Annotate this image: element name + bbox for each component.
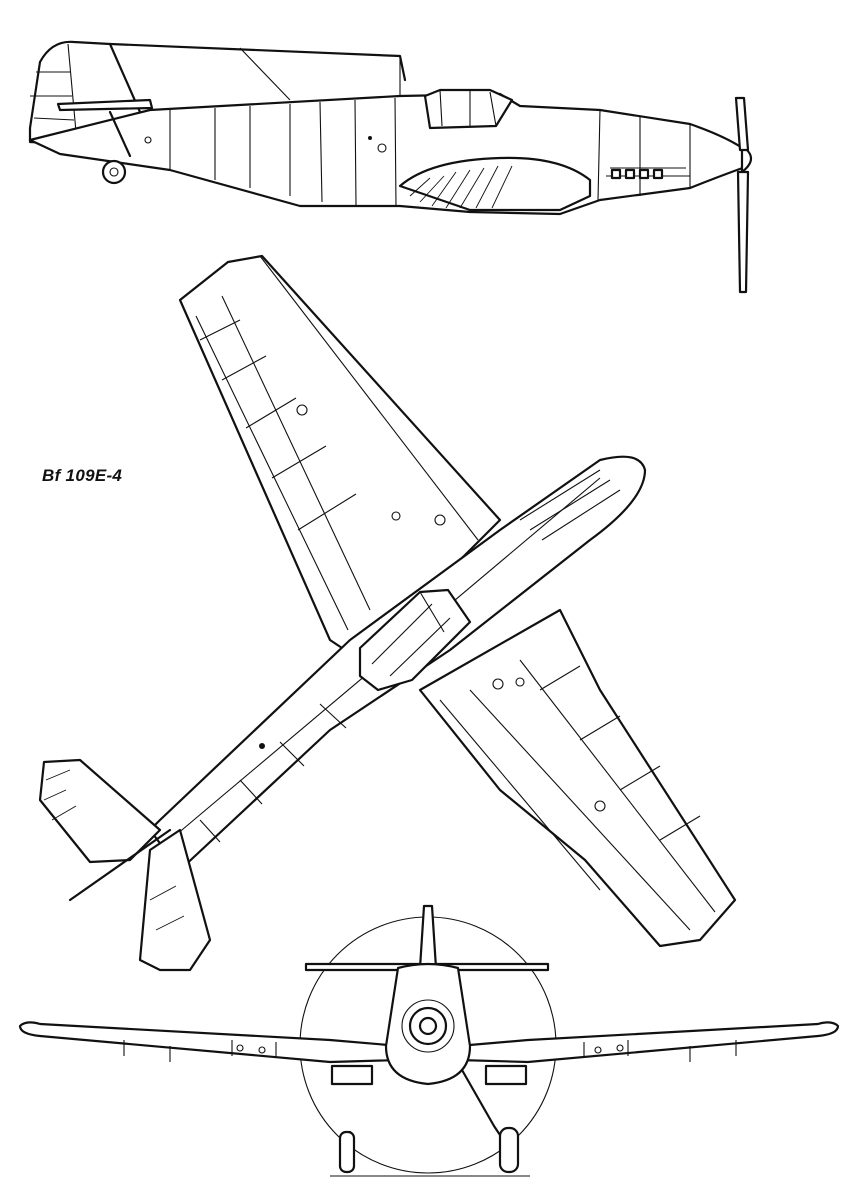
drawing-caption: Bf 109E-4 (42, 466, 123, 485)
